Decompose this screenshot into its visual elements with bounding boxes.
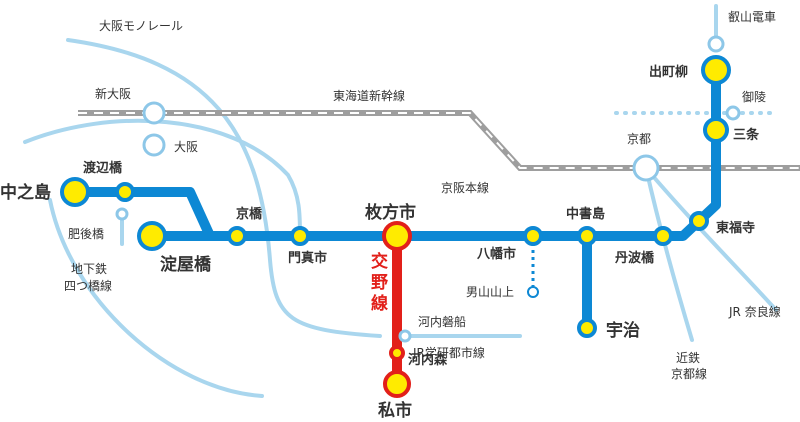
kintetsu-kyoto-line (644, 166, 694, 342)
otokoyama-station-marker (527, 286, 539, 298)
katano-stations (382, 221, 412, 398)
nakanoshima-label: 中之島 (0, 182, 51, 203)
kyoto-station-marker (632, 154, 660, 182)
chushojima-label: 中書島 (566, 206, 605, 222)
hirakatashi-station-marker (382, 221, 412, 251)
demachiyanagi-station-marker (701, 55, 731, 85)
outer-arc-line (48, 198, 264, 398)
uji-station-marker (577, 318, 597, 338)
osaka-loop-line (23, 118, 302, 238)
uji-label: 宇治 (606, 320, 640, 341)
yawatashi-station-marker (523, 226, 543, 246)
keihan-stations (60, 55, 731, 338)
tambabashi-label: 丹波橋 (615, 250, 655, 266)
monorail-line (66, 38, 382, 338)
watanabebashi-station-marker (115, 182, 135, 202)
misasagi-station-marker (725, 105, 741, 121)
nakanoshima-station-marker (60, 177, 90, 207)
eizan-label: 叡山電車 (728, 9, 776, 24)
kawachimori-label: 河内森 (408, 352, 448, 368)
shin-osaka-label: 新大阪 (95, 86, 131, 101)
higobashi-station-marker (115, 207, 129, 221)
svg-text:野: 野 (371, 273, 388, 293)
yodoyabashi-station-marker (137, 221, 167, 251)
yodoyabashi-label: 淀屋橋 (160, 254, 212, 275)
kyobashi-station-marker (227, 226, 247, 246)
kawachi-iwafune-station-marker (398, 329, 412, 343)
jr-nara-label: JR 奈良線 (728, 304, 781, 319)
hirakatashi-label: 枚方市 (365, 202, 416, 223)
sanjo-station-marker (703, 117, 729, 143)
osaka-label: 大阪 (174, 140, 198, 154)
subway-label-2: 四つ橋線 (64, 278, 112, 293)
shinkansen-line (78, 110, 800, 171)
other-stations (115, 35, 741, 343)
eizan-station-marker (707, 35, 725, 53)
kyobashi-label: 京橋 (236, 206, 263, 222)
shinkansen-label: 東海道新幹線 (333, 88, 405, 103)
kyoto-label: 京都 (627, 132, 651, 146)
yawatashi-label: 八幡市 (476, 246, 516, 262)
otokoyamasanjo-label: 男山山上 (466, 285, 514, 299)
kisaichi-label: 私市 (378, 400, 412, 421)
monorail-label: 大阪モノレール (99, 19, 183, 33)
katano-line-label: 交 野 線 (371, 251, 388, 314)
kawachi-iwafune-label: 河内磐船 (418, 315, 466, 329)
tofukuji-station-marker (689, 211, 709, 231)
chushojima-station-marker (577, 226, 597, 246)
keihan-main-label: 京阪本線 (441, 180, 489, 195)
svg-text:線: 線 (371, 293, 388, 314)
tofukuji-label: 東福寺 (716, 220, 755, 236)
sanjo-label: 三条 (733, 127, 760, 143)
svg-text:交: 交 (371, 251, 388, 272)
kadomashi-station-marker (290, 226, 310, 246)
osaka-station-marker (142, 133, 166, 157)
shin-osaka-station-marker (142, 101, 166, 125)
misasagi-label: 御陵 (742, 89, 766, 104)
higobashi-label: 肥後橋 (68, 227, 104, 241)
demachiyanagi-label: 出町柳 (649, 64, 688, 80)
jr-nara-line (644, 166, 778, 312)
subway-label-1: 地下鉄 (71, 261, 107, 276)
tambabashi-station-marker (653, 226, 673, 246)
kintetsu-label-1: 近鉄 (676, 350, 700, 365)
watanabebashi-label: 渡辺橋 (83, 160, 123, 176)
kisaichi-station-marker (383, 370, 411, 398)
kawachimori-station-marker (389, 345, 405, 361)
other-railway-lines (23, 4, 778, 398)
kintetsu-label-2: 京都線 (671, 366, 707, 381)
kadomashi-label: 門真市 (288, 250, 327, 266)
jr-gakken-label: JR学研都市線 (412, 345, 485, 360)
